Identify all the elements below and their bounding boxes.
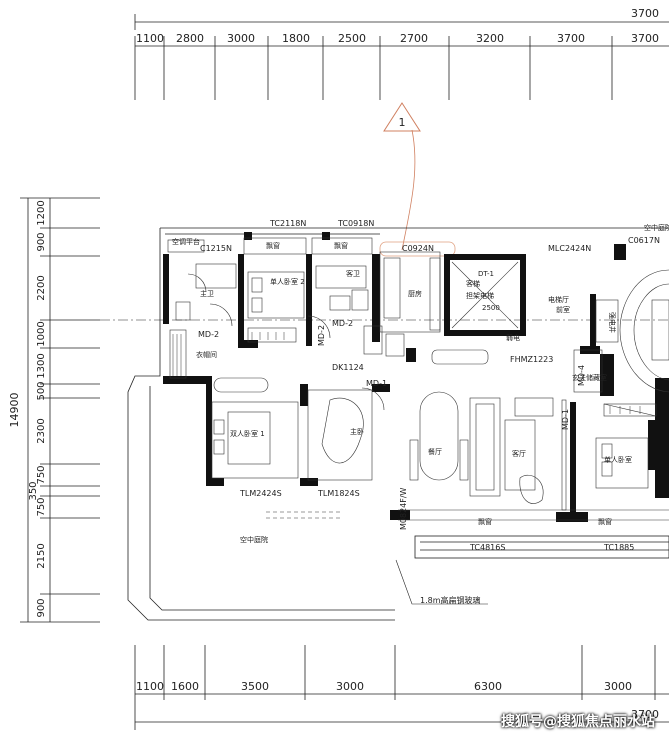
revision-tag — [379, 102, 456, 257]
room-wardrobe: 衣帽间 — [196, 350, 217, 359]
room-sky-top: 空中庭院 — [644, 223, 669, 232]
dim-left-6: 500 — [36, 381, 47, 400]
dim-bottom-2: 1600 — [171, 680, 199, 693]
dim-top-total: 3700 — [631, 7, 659, 20]
dim-left-8: 750 — [36, 465, 47, 484]
room-bay1: 飘窗 — [266, 241, 280, 250]
room-weak: 弱电 — [506, 333, 520, 342]
room-lift-hall-sub: 前室 — [556, 305, 570, 314]
room-ac: 空调平台 — [172, 237, 200, 246]
room-storage: 储藏室 — [586, 373, 607, 382]
room-bath-master: 主卫 — [200, 289, 214, 298]
tag-fhmz1223: FHMZ1223 — [510, 355, 553, 364]
room-entry: 玄关 — [572, 373, 586, 382]
dim-top-4: 1800 — [282, 32, 310, 45]
room-elevator-id: DT-1 — [478, 270, 494, 278]
dim-top-9: 3700 — [631, 32, 659, 45]
tag-md2-a: MD-2 — [198, 330, 219, 339]
dim-left-9: 350 — [28, 481, 39, 500]
dim-left-4: 1000 — [36, 321, 47, 346]
tag-tc4816s: TC4816S — [469, 543, 505, 552]
room-bedroom1: 双人卧室 1 — [230, 429, 265, 438]
room-elevator-sub: 担架电梯 — [466, 291, 494, 300]
room-bay2: 飘窗 — [334, 241, 348, 250]
dim-bottom-total: 3700 — [631, 708, 659, 721]
tag-tlm1824s: TLM1824S — [317, 489, 360, 498]
room-elevator-size: 2500 — [482, 304, 500, 312]
tag-dk1124: DK1124 — [332, 363, 364, 372]
tag-md4: MD-4 — [577, 365, 586, 386]
dim-bottom-5: 6300 — [474, 680, 502, 693]
tag-tc0918n: TC0918N — [337, 219, 374, 228]
dim-left-7: 2300 — [36, 418, 47, 443]
room-dining: 餐厅 — [428, 447, 442, 456]
tag-c1215n: C1215N — [200, 244, 232, 253]
tag-tc2118n: TC2118N — [269, 219, 306, 228]
dim-left-2: 900 — [36, 232, 47, 251]
room-master: 主卧 — [350, 427, 364, 436]
dim-bottom-6: 3000 — [604, 680, 632, 693]
tag-md2-c: MD-2 — [317, 325, 326, 346]
dim-left-12: 900 — [36, 598, 47, 617]
dim-left-11: 2150 — [36, 543, 47, 568]
tag-tc1885: TC1885 — [603, 543, 634, 552]
dim-left-5: 1300 — [36, 353, 47, 378]
tag-md1-b: MD-1 — [561, 409, 570, 430]
room-bay3: 飘窗 — [478, 517, 492, 526]
tag-c0924n: C0924N — [402, 244, 434, 253]
room-bath-guest: 客卫 — [346, 269, 360, 278]
dim-top-2: 2800 — [176, 32, 204, 45]
revision-number: 1 — [399, 116, 406, 129]
dim-top-8: 3700 — [557, 32, 585, 45]
room-bay4: 飘窗 — [598, 517, 612, 526]
tag-md1-a: MD-1 — [366, 379, 387, 388]
tag-mlc2424n: MLC2424N — [548, 244, 591, 253]
room-kitchen: 厨房 — [408, 289, 422, 298]
dim-top-3: 3000 — [227, 32, 255, 45]
dim-left-1: 1200 — [36, 200, 47, 225]
room-bedroom-single: 单人卧室 — [604, 455, 632, 464]
room-sky-garden: 空中庭院 — [240, 535, 268, 544]
tag-m0824fw: M0824F/W — [399, 487, 408, 530]
dim-bottom-1: 1100 — [136, 680, 164, 693]
watermark: 搜狐号@搜狐焦点丽水站 — [501, 714, 655, 730]
dim-left-10: 750 — [36, 497, 47, 516]
dim-top-5: 2500 — [338, 32, 366, 45]
dim-left-total: 14900 — [8, 393, 21, 428]
room-living: 客厅 — [512, 449, 526, 458]
tag-md2-b: MD-2 — [332, 319, 353, 328]
room-shaft: 强电井 — [608, 312, 617, 333]
dim-top-6: 2700 — [400, 32, 428, 45]
room-lift-hall: 电梯厅 — [548, 295, 569, 304]
note-railing: 1.8m高扁钢玻璃 — [420, 595, 481, 605]
dim-left-3: 2200 — [36, 275, 47, 300]
dim-bottom-3: 3500 — [241, 680, 269, 693]
dim-top-1: 1100 — [136, 32, 164, 45]
tag-tlm2424s: TLM2424S — [239, 489, 282, 498]
tag-c0617n: C0617N — [628, 236, 660, 245]
room-elevator: 客梯 — [466, 279, 480, 288]
room-bedroom2: 单人卧室 2 — [270, 277, 305, 286]
dim-top-7: 3200 — [476, 32, 504, 45]
dim-bottom-4: 3000 — [336, 680, 364, 693]
